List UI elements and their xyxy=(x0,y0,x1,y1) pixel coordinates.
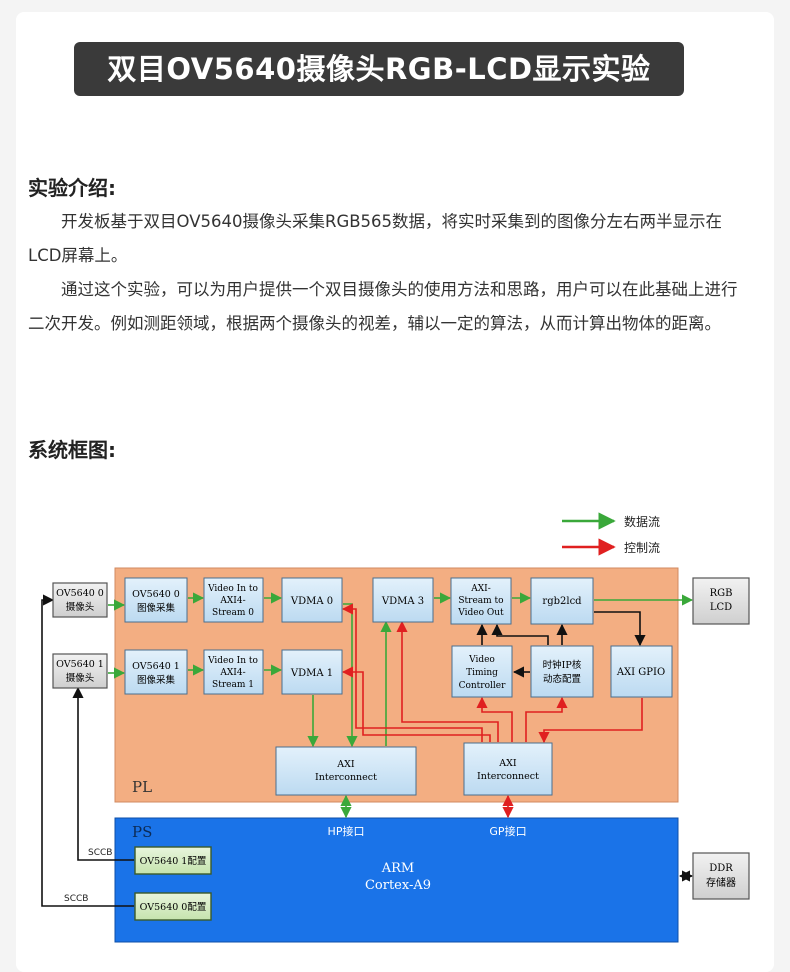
intro-heading: 实验介绍: xyxy=(28,176,116,200)
block-vdma-3: VDMA 3 xyxy=(372,577,434,623)
content-card xyxy=(16,12,774,972)
vdma-3-label: VDMA 3 xyxy=(381,596,424,607)
video-in-1-label-1: Video In to xyxy=(207,656,258,666)
block-camera-0: OV5640 0 摄像头 xyxy=(52,582,108,618)
arrow-clk-axisout xyxy=(491,623,549,645)
block-vdma-0: VDMA 0 xyxy=(281,577,343,623)
block-ov5640-0-config: OV5640 0配置 xyxy=(134,892,212,921)
vtc-label-3: Controller xyxy=(459,681,507,691)
video-in-1-label-2: AXI4- xyxy=(219,668,245,678)
block-capture-1: OV5640 1 图像采集 xyxy=(124,649,188,695)
camera-1-label-2: 摄像头 xyxy=(66,672,95,684)
clk-label-1: 时钟IP核 xyxy=(543,659,582,671)
ps-label: PS xyxy=(132,823,152,841)
capture-1-label-2: 图像采集 xyxy=(137,674,176,686)
capture-0-label-2: 图像采集 xyxy=(137,602,176,614)
rgb2lcd-label: rgb2lcd xyxy=(542,596,582,607)
legend-data-label: 数据流 xyxy=(624,514,660,529)
ic-hp-label-1: AXI xyxy=(336,759,355,770)
cfg1-label: OV5640 1配置 xyxy=(140,856,207,867)
ddr-label-1: DDR xyxy=(709,863,733,874)
arrow-rgb2lcd-gpio xyxy=(594,611,646,647)
hp-port-label: HP接口 xyxy=(328,825,365,838)
sccb-line-cam0 xyxy=(41,594,134,907)
ic-gp-label-1: AXI xyxy=(498,758,517,769)
sccb-label-1: SCCB xyxy=(88,848,112,858)
block-rgb2lcd: rgb2lcd xyxy=(530,577,594,625)
arm-label-2: Cortex-A9 xyxy=(365,878,431,893)
capture-0-label-1: OV5640 0 xyxy=(132,589,180,600)
block-axi-gpio: AXI GPIO xyxy=(610,645,673,698)
page-title: 双目OV5640摄像头RGB-LCD显示实验 xyxy=(74,42,684,96)
block-ddr: DDR 存储器 xyxy=(692,852,750,900)
arrow-icgp-clk xyxy=(525,696,568,742)
camera-0-label-1: OV5640 0 xyxy=(56,588,104,599)
video-in-0-label-1: Video In to xyxy=(207,584,258,594)
block-ov5640-1-config: OV5640 1配置 xyxy=(134,846,212,875)
block-rgb-lcd: RGB LCD xyxy=(692,577,750,625)
block-vdma-1: VDMA 1 xyxy=(281,649,343,695)
vdma-0-label: VDMA 0 xyxy=(290,596,333,607)
camera-1-label-1: OV5640 1 xyxy=(56,659,104,670)
block-axi-interconnect-gp: AXI Interconnect xyxy=(463,742,553,796)
block-capture-0: OV5640 0 图像采集 xyxy=(124,577,188,623)
lcd-label-2: LCD xyxy=(710,602,732,613)
gp-port-label: GP接口 xyxy=(489,825,526,838)
intro-paragraph-1: 开发板基于双目OV5640摄像头采集RGB565数据，将实时采集到的图像分左右两… xyxy=(28,212,723,265)
video-in-0-label-3: Stream 0 xyxy=(212,608,254,618)
cfg0-label: OV5640 0配置 xyxy=(140,902,207,913)
block-video-timing-controller: Video Timing Controller xyxy=(451,645,513,698)
ic-hp-label-2: Interconnect xyxy=(315,772,377,783)
arm-label-1: ARM xyxy=(381,861,415,876)
clk-label-2: 动态配置 xyxy=(543,673,581,685)
legend-control-label: 控制流 xyxy=(624,541,660,555)
arrow-icgp-vdma3 xyxy=(396,620,499,742)
vtc-label-2: Timing xyxy=(466,668,498,678)
lcd-label-1: RGB xyxy=(710,588,733,599)
axis-out-label-3: Video Out xyxy=(457,608,504,618)
block-video-in-1: Video In to AXI4- Stream 1 xyxy=(203,649,264,695)
ddr-label-2: 存储器 xyxy=(706,876,736,889)
sccb-label-0: SCCB xyxy=(64,894,88,904)
axis-out-label-2: Stream to xyxy=(458,596,503,606)
block-axis-to-video-out: AXI- Stream to Video Out xyxy=(450,577,512,625)
gpio-label: AXI GPIO xyxy=(616,667,665,678)
ps-region xyxy=(114,817,679,943)
intro-paragraph-2: 通过这个实验，可以为用户提供一个双目摄像头的使用方法和思路，用户可以在此基础上进… xyxy=(28,280,738,333)
axis-out-label-1: AXI- xyxy=(470,584,491,594)
video-in-0-label-2: AXI4- xyxy=(219,596,245,606)
arrow-icgp-vtc xyxy=(476,696,513,742)
ic-gp-label-2: Interconnect xyxy=(477,771,539,782)
camera-0-label-2: 摄像头 xyxy=(66,601,95,613)
vtc-label-1: Video xyxy=(468,655,495,665)
sccb-line-cam1 xyxy=(72,686,134,861)
arrow-gpio-icgp xyxy=(538,698,643,744)
block-camera-1: OV5640 1 摄像头 xyxy=(52,653,108,689)
intro-text: 开发板基于双目OV5640摄像头采集RGB565数据，将实时采集到的图像分左右两… xyxy=(28,205,740,341)
pl-label: PL xyxy=(132,778,152,796)
block-video-in-0: Video In to AXI4- Stream 0 xyxy=(203,577,264,623)
capture-1-label-1: OV5640 1 xyxy=(132,661,180,672)
block-axi-interconnect-hp: AXI Interconnect xyxy=(275,746,417,796)
diagram-heading: 系统框图: xyxy=(28,438,116,462)
block-clock-dynamic-config: 时钟IP核 动态配置 xyxy=(530,645,594,698)
arrow-icgp-vdma0 xyxy=(341,603,483,742)
vdma-1-label: VDMA 1 xyxy=(290,668,333,679)
video-in-1-label-3: Stream 1 xyxy=(212,680,254,690)
